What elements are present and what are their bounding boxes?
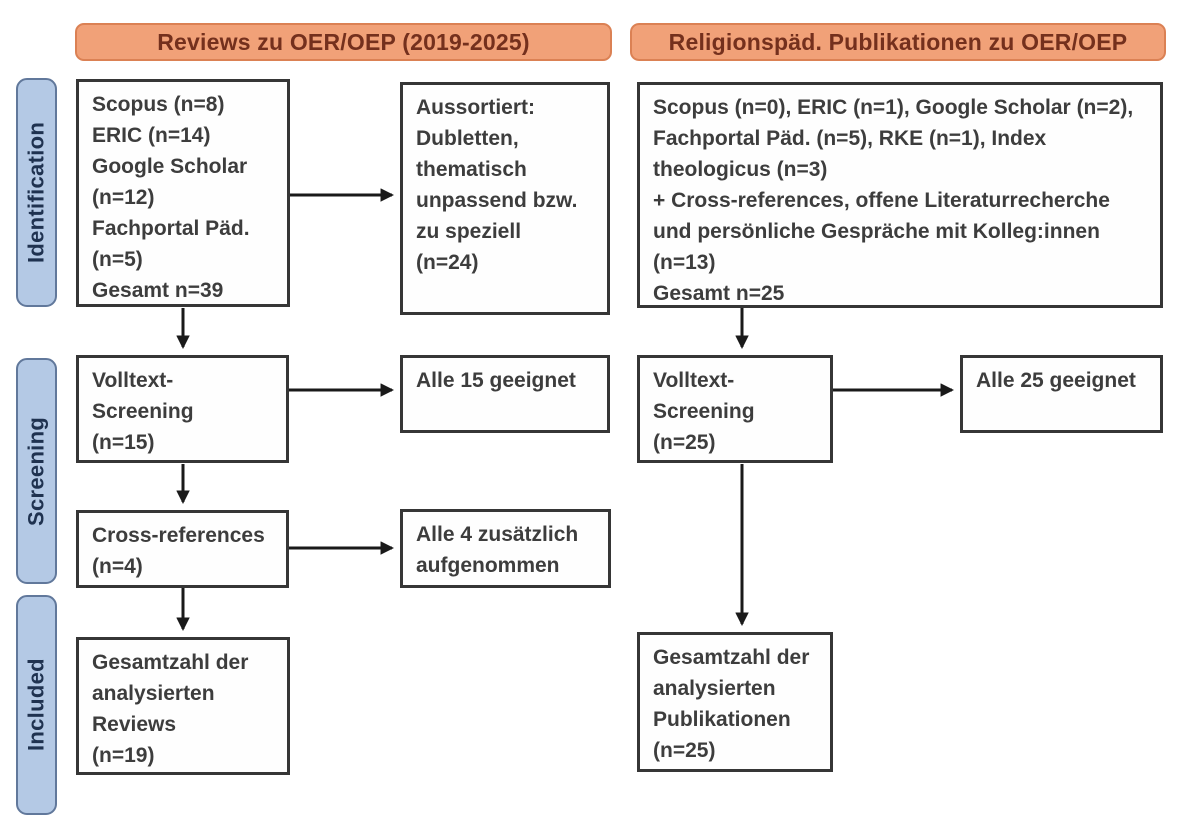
stage-label-included: Included	[16, 595, 57, 815]
box-left-excluded: Aussortiert: Dubletten, thematisch unpas…	[400, 82, 610, 315]
box-left-sources: Scopus (n=8) ERIC (n=14) Google Scholar …	[76, 79, 290, 307]
box-right-included-total: Gesamtzahl der analysierten Publikatione…	[637, 632, 833, 772]
stage-label-identification: Identification	[16, 78, 57, 307]
box-left-fulltext-screening: Volltext- Screening (n=15)	[76, 355, 289, 463]
column-header-left-reviews: Reviews zu OER/OEP (2019-2025)	[75, 23, 612, 61]
box-left-crossreferences: Cross-references (n=4)	[76, 510, 289, 588]
column-header-right-religionspaed: Religionspäd. Publikationen zu OER/OEP	[630, 23, 1166, 61]
box-right-fulltext-screening: Volltext- Screening (n=25)	[637, 355, 833, 463]
box-left-fulltext-result: Alle 15 geeignet	[400, 355, 610, 433]
box-left-included-total: Gesamtzahl der analysierten Reviews (n=1…	[76, 637, 290, 775]
box-right-fulltext-result: Alle 25 geeignet	[960, 355, 1163, 433]
box-left-crossref-result: Alle 4 zusätzlich aufgenommen	[400, 509, 611, 588]
stage-label-screening: Screening	[16, 358, 57, 584]
box-right-sources: Scopus (n=0), ERIC (n=1), Google Scholar…	[637, 82, 1163, 308]
